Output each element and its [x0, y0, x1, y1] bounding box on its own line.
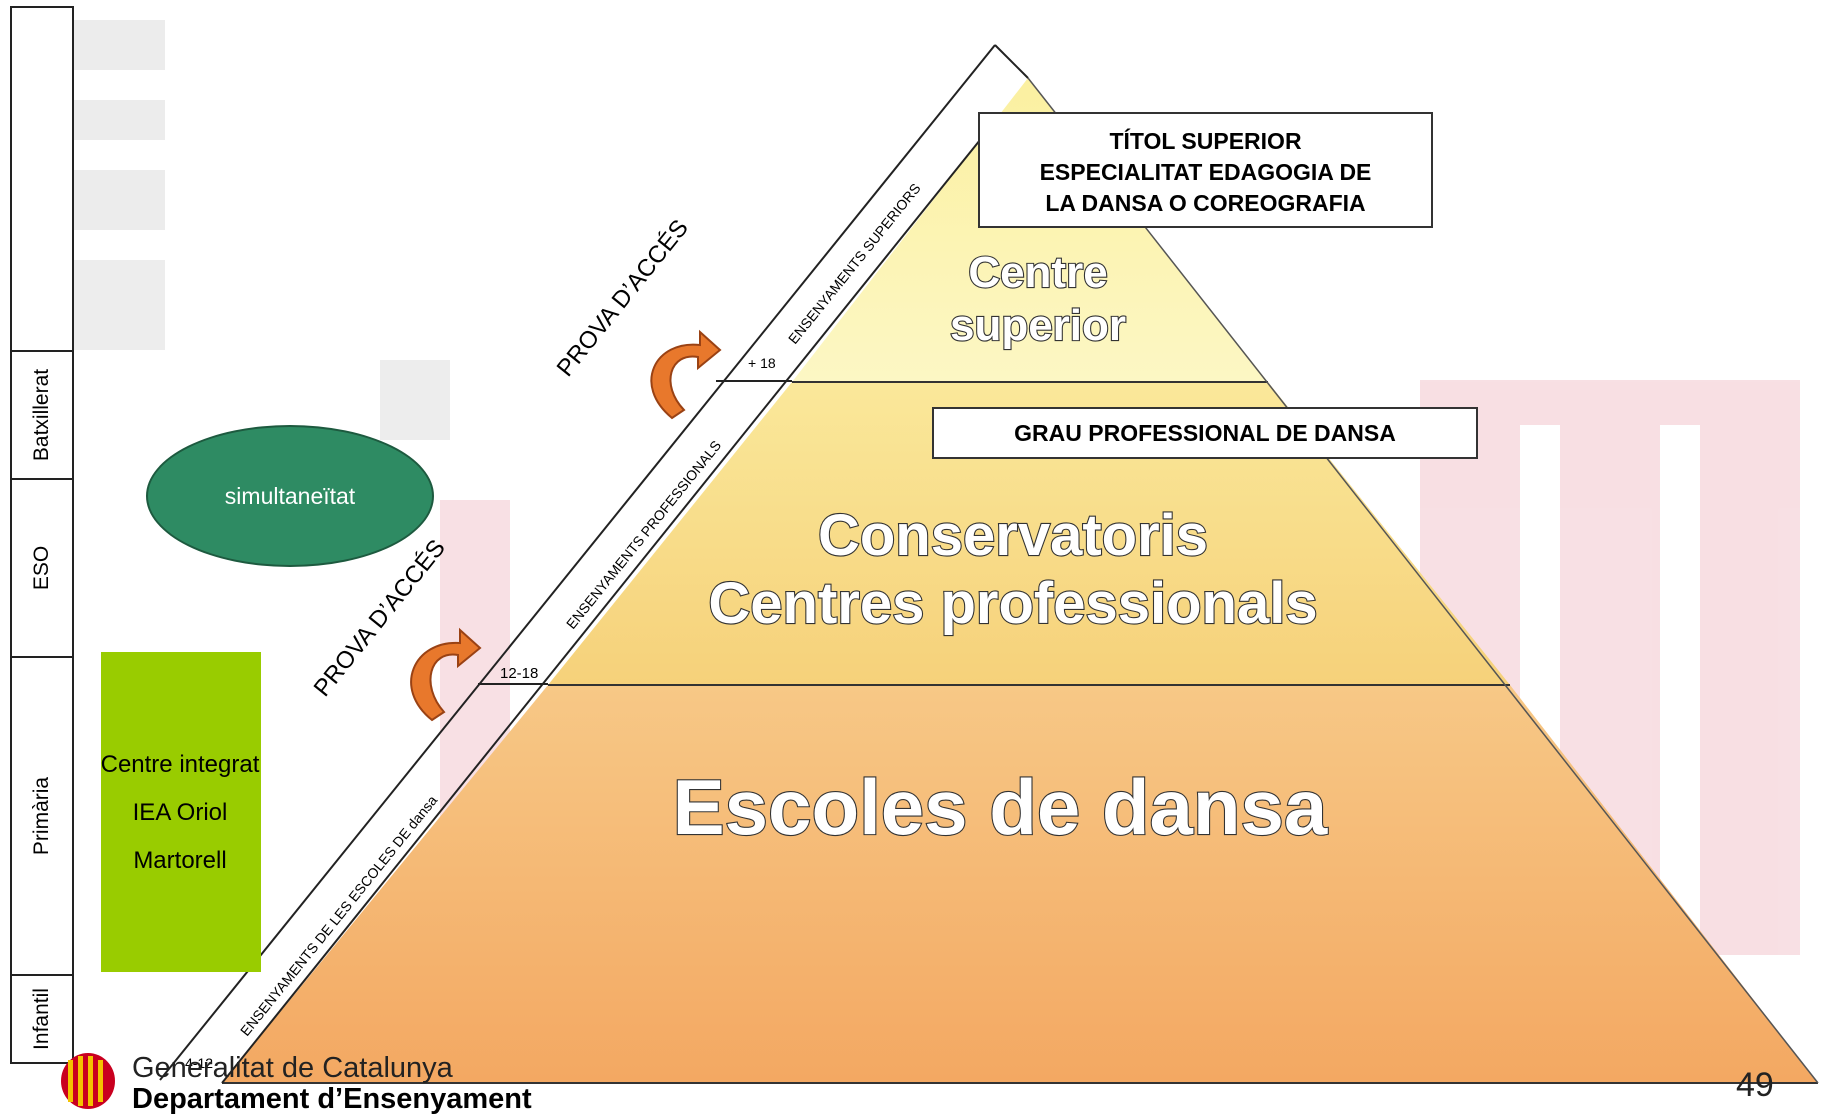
band-outer-edge	[159, 44, 996, 1081]
integrated-centre-line: IEA Oriol	[132, 799, 228, 826]
tier-title-top: Centre	[968, 248, 1107, 297]
generalitat-logo-icon	[61, 1053, 115, 1109]
integrated-centre-box	[101, 652, 261, 972]
band-inner-edge	[221, 139, 981, 1084]
superior-title-line: ESPECIALITAT EDAGOGIA DE	[1039, 159, 1372, 185]
band-top-cap	[994, 44, 1029, 79]
age-label-professional: 12-18	[500, 665, 538, 682]
tier-title-middle: Conservatoris	[818, 503, 1208, 568]
superior-title-line: TÍTOL SUPERIOR	[1109, 128, 1302, 154]
stage-top-empty	[10, 6, 74, 350]
footer-department: Departament d’Ensenyament	[132, 1083, 532, 1115]
footer-organization: Generalitat de Catalunya	[132, 1052, 453, 1084]
stage-infantil: Infantil	[10, 974, 74, 1064]
tier-title-bottom: Escoles de dansa	[673, 763, 1328, 851]
page-number: 49	[1736, 1066, 1774, 1104]
superior-title-box: TÍTOL SUPERIOR ESPECIALITAT EDAGOGIA DE …	[978, 112, 1433, 228]
curved-arrow-icon	[650, 329, 722, 420]
simultaneity-label: simultaneïtat	[224, 482, 356, 509]
age-label-escoles: 4-12	[185, 1055, 213, 1071]
stage-primaria: Primària	[10, 656, 74, 974]
tier-title-top: superior	[950, 301, 1126, 350]
tier-bottom	[222, 685, 1818, 1083]
professional-grade-box: GRAU PROFESSIONAL DE DANSA	[932, 407, 1478, 459]
stage-batxillerat: Batxillerat	[10, 350, 74, 478]
integrated-centre-line: Martorell	[133, 847, 227, 874]
integrated-centre-line: Centre integrat	[100, 751, 260, 778]
pyramid-right-edge	[1027, 77, 1819, 1084]
simultaneity-ellipse: simultaneïtat	[146, 425, 434, 567]
tier-top	[792, 78, 1268, 382]
age-label-superior: + 18	[748, 355, 776, 371]
curved-arrow-icon	[410, 627, 482, 722]
stage-eso: ESO	[10, 478, 74, 656]
tier-title-middle: Centres professionals	[708, 571, 1317, 636]
superior-title-line: LA DANSA O COREOGRAFIA	[1045, 190, 1366, 216]
